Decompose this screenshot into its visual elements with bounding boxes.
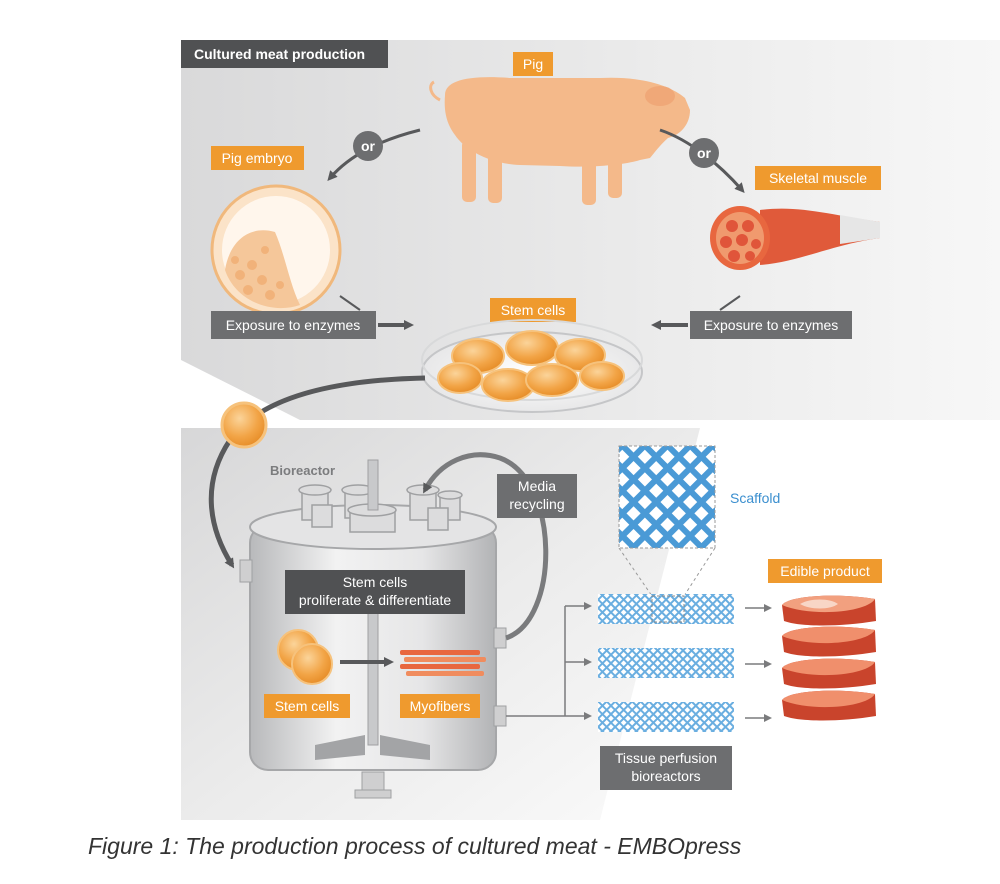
proliferate-label: Stem cells proliferate & differentiate — [285, 570, 465, 614]
svg-text:or: or — [697, 145, 712, 161]
embryo-down-line — [339, 295, 361, 311]
pig-illustration — [429, 77, 690, 205]
svg-text:Stem cells: Stem cells — [343, 574, 408, 590]
svg-text:Exposure to enzymes: Exposure to enzymes — [226, 317, 361, 333]
svg-text:Exposure to enzymes: Exposure to enzymes — [704, 317, 839, 333]
svg-text:Media: Media — [518, 478, 556, 494]
tissue-strips — [598, 594, 734, 732]
or-badge-right: or — [689, 138, 719, 168]
svg-text:or: or — [361, 138, 376, 154]
edible-product-steaks — [782, 595, 876, 721]
svg-text:Pig embryo: Pig embryo — [222, 150, 293, 166]
svg-text:Stem cells: Stem cells — [275, 698, 340, 714]
scaffold-label: Scaffold — [730, 490, 780, 506]
svg-text:proliferate & differentiate: proliferate & differentiate — [299, 592, 451, 608]
stem-cells-bottom-label: Stem cells — [264, 694, 350, 718]
svg-text:Edible product: Edible product — [780, 563, 870, 579]
scaffold-zoom — [618, 445, 716, 597]
skeletal-muscle-label: Skeletal muscle — [755, 166, 881, 190]
pig-embryo-label: Pig embryo — [211, 146, 304, 170]
skeletal-muscle-illustration — [710, 206, 880, 270]
title-bar: Cultured meat production — [181, 40, 388, 68]
single-stem-cell — [220, 401, 268, 449]
myofibers-illustration — [400, 650, 486, 676]
petri-dish — [421, 319, 643, 413]
svg-text:Pig: Pig — [523, 56, 543, 72]
stem-cells-top-label: Stem cells — [490, 298, 576, 322]
outflow-lines — [506, 602, 592, 720]
pig-label: Pig — [513, 52, 553, 76]
myofibers-label: Myofibers — [400, 694, 480, 718]
figure-caption: Figure 1: The production process of cult… — [88, 833, 742, 859]
exposure-enzymes-right: Exposure to enzymes — [690, 311, 852, 339]
svg-text:bioreactors: bioreactors — [631, 768, 700, 784]
svg-text:Stem cells: Stem cells — [501, 302, 566, 318]
tissue-perfusion-label: Tissue perfusion bioreactors — [600, 746, 732, 790]
product-arrows — [745, 604, 772, 722]
svg-text:Skeletal muscle: Skeletal muscle — [769, 170, 867, 186]
diagram-title: Cultured meat production — [194, 46, 365, 62]
bioreactor-title: Bioreactor — [270, 463, 335, 478]
muscle-down-line — [719, 295, 741, 311]
edible-product-label: Edible product — [768, 559, 882, 583]
stem-cells-cluster — [277, 629, 333, 685]
or-badge-left: or — [353, 131, 383, 161]
svg-text:recycling: recycling — [509, 496, 564, 512]
svg-text:Myofibers: Myofibers — [410, 698, 471, 714]
svg-text:Tissue perfusion: Tissue perfusion — [615, 750, 717, 766]
pig-embryo-illustration — [210, 184, 342, 316]
exposure-enzymes-left: Exposure to enzymes — [211, 311, 376, 339]
media-recycling-label: Media recycling — [497, 474, 577, 518]
